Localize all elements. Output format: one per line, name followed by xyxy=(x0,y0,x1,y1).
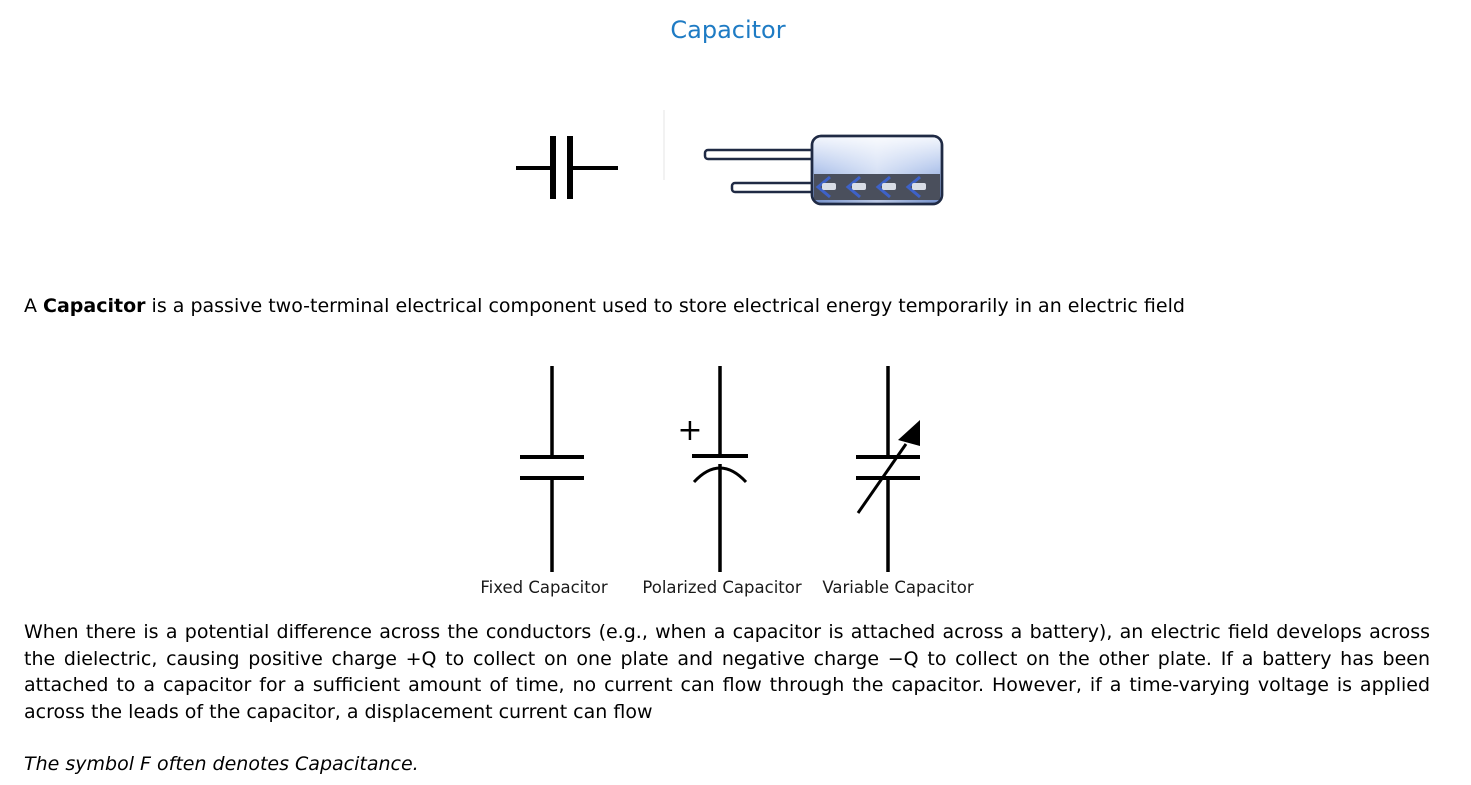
intro-paragraph: A Capacitor is a passive two-terminal el… xyxy=(24,294,1444,318)
intro-term: Capacitor xyxy=(43,295,146,317)
symbol-label-variable: Variable Capacitor xyxy=(822,578,973,597)
symbol-label-polarized: Polarized Capacitor xyxy=(642,578,801,597)
capacitor-illustration xyxy=(516,110,944,206)
capacitor-symbols-figure: + Fixed Capacitor Polarized Capacitor Va… xyxy=(480,366,974,597)
polarity-plus-sign: + xyxy=(677,413,702,448)
intro-prefix: A xyxy=(24,295,44,317)
capacitor-schematic-symbol xyxy=(516,136,618,199)
capacitance-note: The symbol F often denotes Capacitance. xyxy=(24,753,419,775)
fixed-capacitor-symbol xyxy=(520,366,584,572)
variable-capacitor-symbol xyxy=(856,366,920,572)
electrolytic-capacitor-image xyxy=(703,134,944,206)
body-paragraph: When there is a potential difference acr… xyxy=(24,621,1430,724)
page-title: Capacitor xyxy=(670,16,786,44)
symbol-label-fixed: Fixed Capacitor xyxy=(480,578,607,597)
polarized-capacitor-symbol: + xyxy=(677,366,748,572)
intro-text: is a passive two-terminal electrical com… xyxy=(145,295,1185,317)
